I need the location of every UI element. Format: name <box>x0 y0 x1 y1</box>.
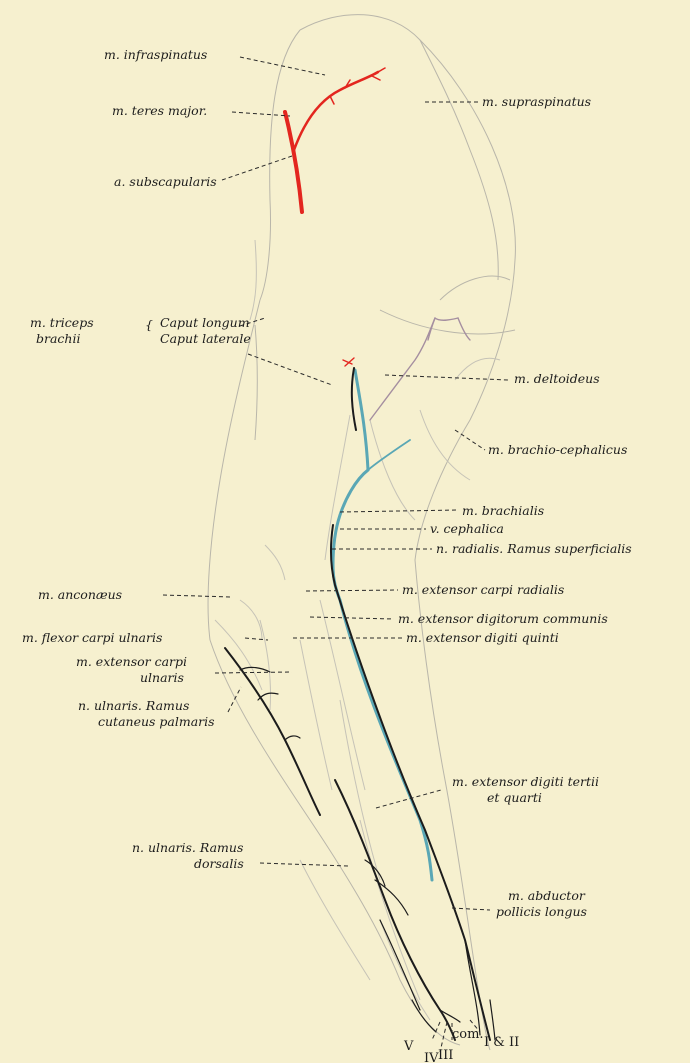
label-extensor-digiti-tertii-1: m. extensor digiti tertii <box>452 774 599 789</box>
label-caput-laterale: Caput laterale <box>160 331 251 346</box>
labels: m. infraspinatus m. teres major. m. supr… <box>22 47 632 919</box>
label-infraspinatus: m. infraspinatus <box>104 47 207 62</box>
label-triceps-2: brachii <box>36 331 80 346</box>
vessel-deltoid <box>370 318 470 420</box>
digit-com: com. <box>452 1027 484 1042</box>
label-supraspinatus: m. supraspinatus <box>482 94 591 109</box>
label-triceps-1: m. triceps <box>30 315 94 330</box>
label-extensor-digiti-tertii-2: et quarti <box>487 790 542 805</box>
digit-iv: IV <box>424 1051 439 1063</box>
label-ulnaris-dorsalis-1: n. ulnaris. Ramus <box>132 840 243 855</box>
triceps-brace: { <box>145 317 153 332</box>
label-extensor-carpi-radialis: m. extensor carpi radialis <box>402 582 564 597</box>
label-extensor-digitorum-communis: m. extensor digitorum communis <box>398 611 608 626</box>
digit-iii: III <box>438 1048 453 1063</box>
label-abductor-1: m. abductor <box>508 888 586 903</box>
digit-i-ii: I & II <box>484 1035 519 1050</box>
label-flexor-carpi-ulnaris: m. flexor carpi ulnaris <box>22 630 162 645</box>
label-radialis: n. radialis. Ramus superficialis <box>436 541 632 556</box>
label-ulnaris-palmaris-1: n. ulnaris. Ramus <box>78 698 189 713</box>
label-subscapularis: a. subscapularis <box>114 174 217 189</box>
label-caput-longum: Caput longum <box>160 315 250 330</box>
label-extensor-carpi-ulnaris-1: m. extensor carpi <box>76 654 187 669</box>
digit-v: V <box>403 1039 414 1054</box>
artery-subscapularis <box>285 68 385 366</box>
label-ulnaris-dorsalis-2: dorsalis <box>194 856 244 871</box>
label-teres-major: m. teres major. <box>112 103 207 118</box>
label-extensor-carpi-ulnaris-2: ulnaris <box>140 670 184 685</box>
digit-labels: V IV III com. I & II <box>403 1027 519 1063</box>
label-brachialis: m. brachialis <box>462 503 544 518</box>
label-abductor-2: pollicis longus <box>496 904 587 919</box>
label-brachio-cephalicus: m. brachio-cephalicus <box>488 442 627 457</box>
label-anconaeus: m. anconæus <box>38 587 122 602</box>
label-cephalica: v. cephalica <box>430 521 504 536</box>
label-deltoideus: m. deltoideus <box>514 371 600 386</box>
label-extensor-digiti-quinti: m. extensor digiti quinti <box>406 630 559 645</box>
label-ulnaris-palmaris-2: cutaneus palmaris <box>98 714 215 729</box>
